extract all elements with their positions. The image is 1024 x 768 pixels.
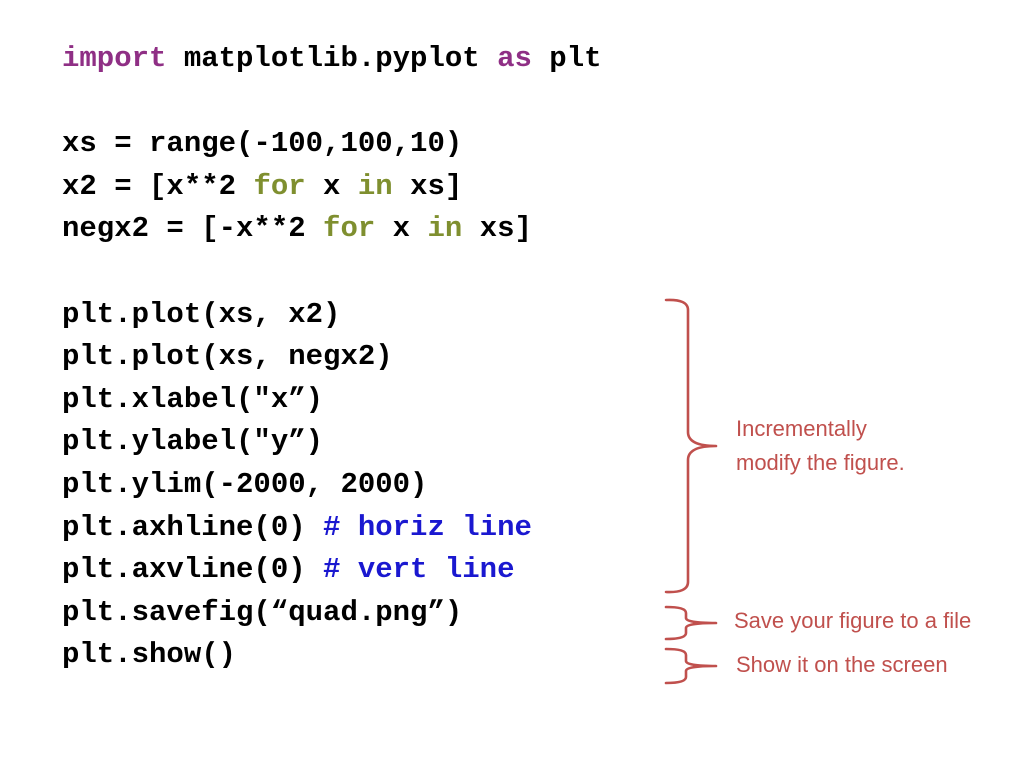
code-token-plain: xs] xyxy=(392,169,463,203)
incremental-annotation-line1: Incrementally xyxy=(736,416,867,441)
code-token-plain: plt.xlabel("x”) xyxy=(62,382,324,416)
code-token-plain: xs = range(-100,100,10) xyxy=(62,127,463,161)
code-token-flow: for xyxy=(323,212,376,246)
code-token-keyword: as xyxy=(497,42,532,75)
code-token-plain: plt.show() xyxy=(62,638,237,672)
code-token-flow: in xyxy=(427,212,463,246)
code-blank-line xyxy=(62,251,602,294)
save-bracket-icon xyxy=(664,605,718,641)
incremental-annotation: Incrementally modify the figure. xyxy=(736,412,905,480)
code-token-flow: for xyxy=(253,169,306,203)
save-bracket-path xyxy=(664,605,718,641)
code-line: plt.plot(xs, x2) xyxy=(62,294,602,337)
show-bracket-icon xyxy=(664,647,718,685)
code-token-plain: plt.ylabel("y”) xyxy=(62,425,324,459)
code-line: import matplotlib.pyplot as plt xyxy=(62,38,602,81)
code-token-plain: matplotlib.pyplot xyxy=(166,42,498,75)
code-line: plt.show() xyxy=(62,634,602,677)
incremental-annotation-line2: modify the figure. xyxy=(736,450,905,475)
code-token-plain: negx2 = [-x**2 xyxy=(62,212,324,246)
code-token-plain: plt.savefig(“quad.png”) xyxy=(62,595,463,629)
large-bracket-icon xyxy=(664,298,718,594)
code-token-plain: plt.axvline(0) xyxy=(62,553,324,587)
code-token-keyword: import xyxy=(62,42,167,75)
code-line: x2 = [x**2 for x in xs] xyxy=(62,166,602,209)
code-line: plt.ylabel("y”) xyxy=(62,421,602,464)
code-token-flow: in xyxy=(357,169,393,203)
code-token-plain: plt.plot(xs, x2) xyxy=(62,297,341,331)
code-token-plain: x xyxy=(375,212,428,246)
code-line: plt.savefig(“quad.png”) xyxy=(62,592,602,635)
code-line: plt.axhline(0) # horiz line xyxy=(62,507,602,550)
code-token-comment: # horiz line xyxy=(323,510,532,544)
code-block: import matplotlib.pyplot as plt xs = rang… xyxy=(62,38,602,677)
save-annotation: Save your figure to a file xyxy=(734,608,972,633)
code-line: plt.ylim(-2000, 2000) xyxy=(62,464,602,507)
code-token-plain: plt.plot(xs, negx2) xyxy=(62,340,393,374)
code-token-plain: x2 = [x**2 xyxy=(62,169,254,203)
show-annotation: Show it on the screen xyxy=(736,652,948,677)
code-line: plt.axvline(0) # vert line xyxy=(62,549,602,592)
code-token-plain: x xyxy=(305,169,358,203)
code-token-plain: xs] xyxy=(462,212,532,246)
code-line: plt.xlabel("x”) xyxy=(62,379,602,422)
code-token-plain: plt.axhline(0) xyxy=(62,510,324,544)
code-line: negx2 = [-x**2 for x in xs] xyxy=(62,208,602,251)
large-bracket-path xyxy=(664,298,718,594)
code-line: plt.plot(xs, negx2) xyxy=(62,336,602,379)
code-blank-line xyxy=(62,81,602,124)
code-line: xs = range(-100,100,10) xyxy=(62,123,602,166)
code-token-plain: plt.ylim(-2000, 2000) xyxy=(62,467,428,501)
code-token-comment: # vert line xyxy=(323,553,515,587)
code-token-plain: plt xyxy=(531,42,602,75)
show-bracket-path xyxy=(664,647,718,685)
